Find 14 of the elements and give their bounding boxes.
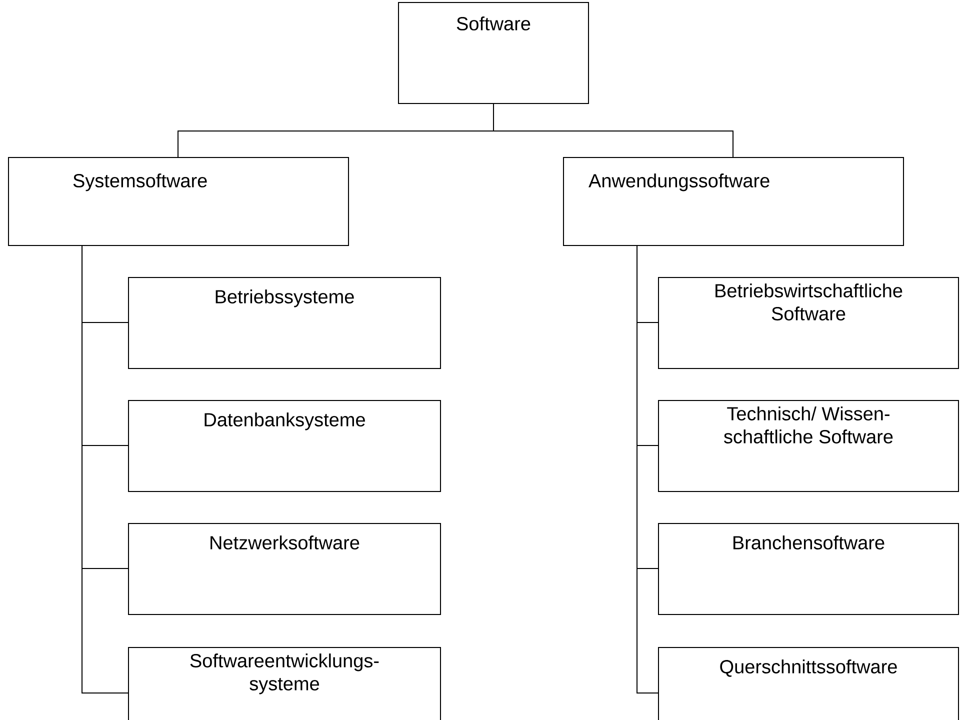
connector-line [636,244,658,694]
box: Anwendungssoftware [563,157,904,246]
box: Datenbanksysteme [128,400,441,492]
box: Betriebssysteme [128,277,441,369]
box: Systemsoftware [8,157,349,246]
connector-line [493,104,734,158]
connector-line [82,244,128,694]
box: Netzwerksoftware [128,523,441,615]
box: Querschnittssoftware [658,647,959,720]
box: Softwareentwicklungs- systeme [128,647,441,720]
box: Branchensoftware [658,523,959,615]
box: Software [398,2,589,104]
box: Betriebswirtschaftliche Software [658,277,959,369]
box: Technisch/ Wissen- schaftliche Software [658,400,959,492]
